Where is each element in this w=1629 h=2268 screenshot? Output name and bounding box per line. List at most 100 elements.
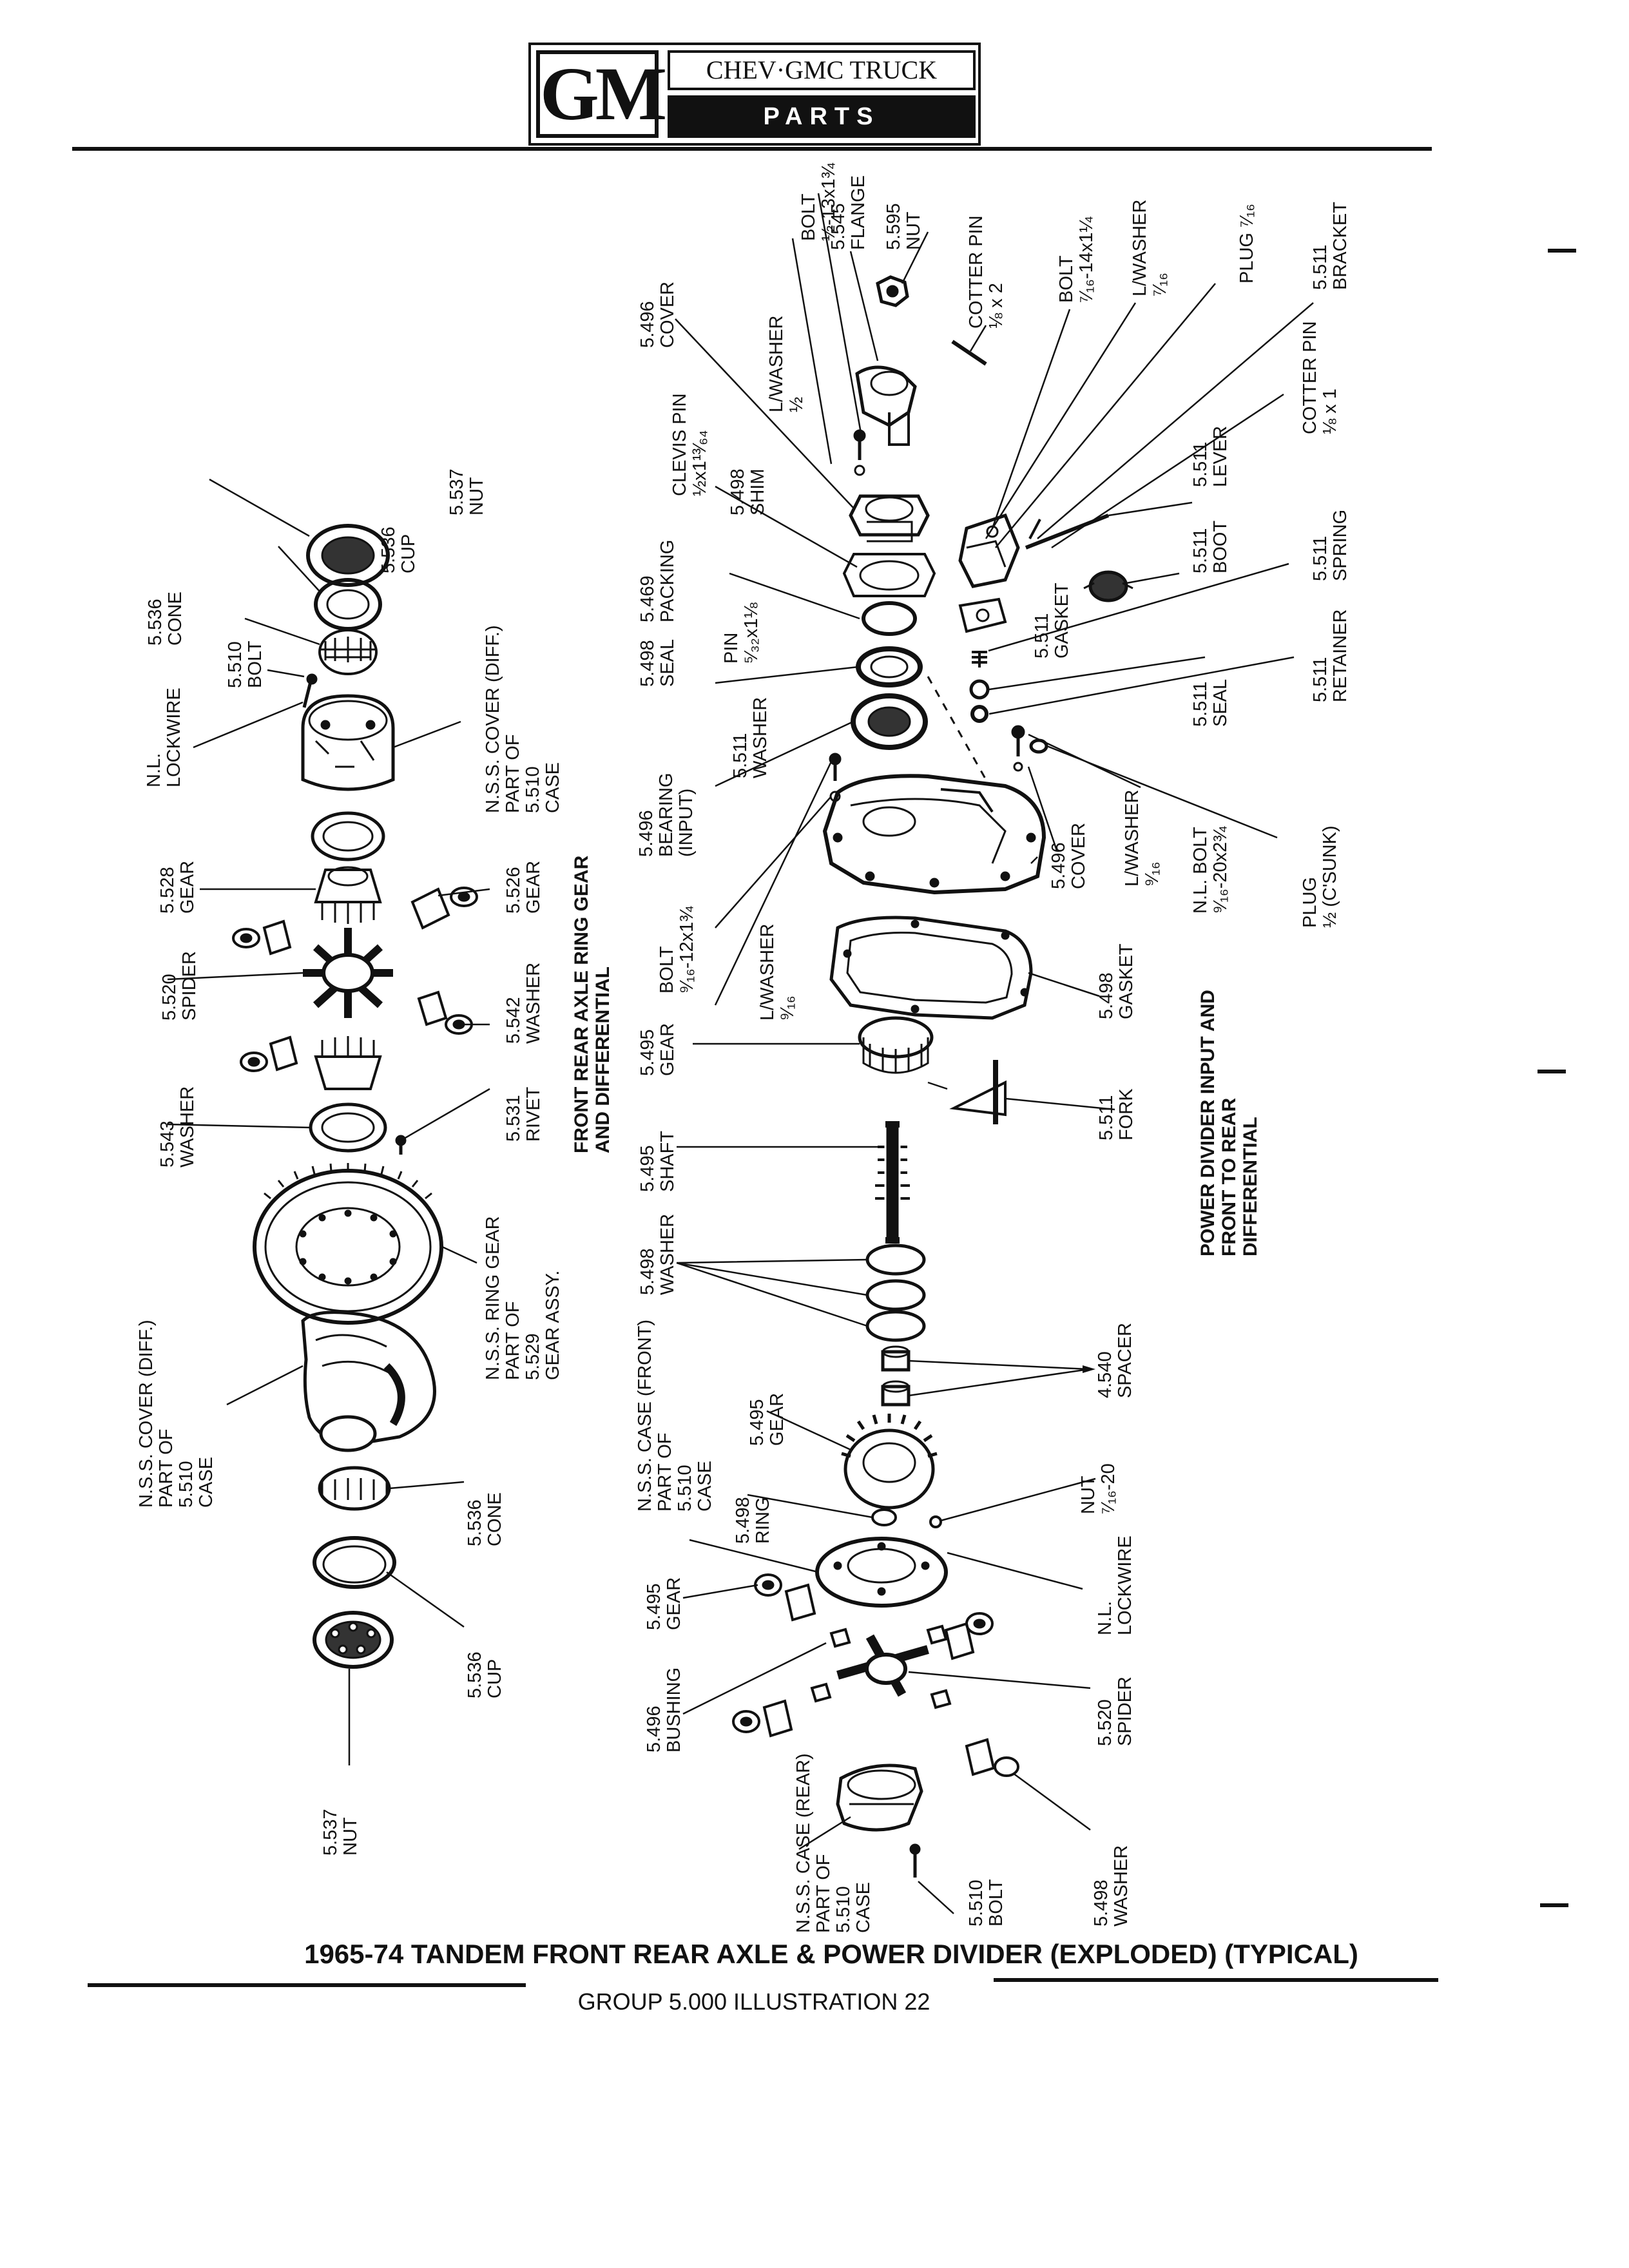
gm-logo: GM [536, 50, 667, 138]
label-shim-5498: 5.498 SHIM [728, 468, 768, 515]
ring-gear-part [253, 1163, 443, 1325]
label-retainer-5511: 5.511 RETAINER [1310, 609, 1351, 702]
label-lever-5511: 5.511 LEVER [1190, 425, 1231, 487]
boot-5511-part [1083, 570, 1133, 602]
label-washer-5543: 5.543 WASHER [157, 1086, 198, 1168]
power-divider-cover-part [822, 774, 1046, 895]
label-washer-5511: 5.511 WASHER [730, 697, 771, 778]
label-bolt-7-16: BOLT ⁷⁄₁₆-14x1¼ [1056, 216, 1097, 303]
label-gasket-5511: 5.511 GASKET [1032, 582, 1072, 658]
label-gasket-5498: 5.498 GASKET [1096, 943, 1137, 1019]
bearing-5496-part [851, 693, 928, 750]
nut-5537-bottom-part [313, 1611, 394, 1669]
label-rivet-5531: 5.531 RIVET [503, 1086, 544, 1142]
label-spacer-4540: 4.540 SPACER [1095, 1322, 1135, 1398]
label-cotter-pin-top: COTTER PIN ⅛ x 2 [966, 215, 1007, 329]
gear-5528-part [314, 866, 382, 924]
label-pin-5-32: PIN ⁵⁄₃₂x1⅛ [721, 602, 762, 664]
section-title-power-divider: POWER DIVIDER INPUT AND FRONT TO REAR DI… [1197, 990, 1261, 1256]
label-bearing-5496: 5.496 BEARING (INPUT) [636, 773, 697, 857]
label-nut-5595: 5.595 NUT [883, 203, 924, 250]
margin-mark-top [1548, 249, 1576, 253]
label-flange-5545: 5.545 FLANGE [828, 175, 869, 250]
label-nss-case-front: N.S.S. CASE (FRONT) PART OF 5.510 CASE [635, 1319, 715, 1512]
diff-cover-top-part [301, 694, 395, 791]
label-bushing-5496: 5.496 BUSHING [644, 1667, 684, 1753]
label-packing-5469: 5.469 PACKING [637, 539, 678, 622]
label-lwasher-9-16-right: L/WASHER ⁹⁄₁₆ [1122, 789, 1162, 887]
figure-caption: 1965-74 TANDEM FRONT REAR AXLE & POWER D… [304, 1939, 1358, 1969]
label-boot-5511: 5.511 BOOT [1190, 520, 1231, 573]
label-cover-5496-mid: 5.496 COVER [1048, 822, 1089, 889]
label-ring-5498: 5.498 RING [733, 1497, 773, 1544]
nut-5537-top-part [306, 524, 390, 587]
bolt-5510-top-part [302, 673, 318, 708]
label-spider-5520-right: 5.520 SPIDER [1095, 1677, 1135, 1746]
footer-group-illustration: GROUP 5.000 ILLUSTRATION 22 [577, 1988, 930, 2015]
label-spring-5511: 5.511 SPRING [1310, 509, 1351, 581]
label-bolt-5510-bottom: 5.510 BOLT [966, 1879, 1007, 1927]
nut-5595-part [876, 275, 909, 307]
label-fork-5511: 5.511 FORK [1096, 1088, 1137, 1140]
header-logo: GM CHEV·GMC TRUCK PARTS CATALOGUE [528, 43, 981, 173]
gear-5495-b-part [841, 1414, 938, 1510]
footer-rule-left [88, 1983, 526, 1987]
label-bolt-9-16: BOLT ⁹⁄₁₆-12x1¾ [657, 906, 697, 994]
gear-5495-a-part [858, 1016, 934, 1074]
label-nut-5537-bottom: 5.537 NUT [320, 1809, 361, 1856]
cone-5536-bottom-part [318, 1466, 391, 1511]
bracket-5511-part [958, 513, 1020, 588]
label-nss-ring-gear: N.S.S. RING GEAR PART OF 5.529 GEAR ASSY… [483, 1216, 563, 1380]
label-lwasher-half: L/WASHER ½ [766, 315, 807, 412]
gasket-5498-part [829, 916, 1033, 1020]
label-gear-5528: 5.528 GEAR [157, 860, 198, 914]
cone-5536-top-part [318, 629, 378, 675]
label-gear-5526: 5.526 GEAR [503, 860, 544, 914]
shaft-5495-part [875, 1121, 910, 1244]
header-title: CHEV·GMC TRUCK [668, 50, 976, 90]
spider-5520-left-part [303, 928, 393, 1018]
label-seal-5511: 5.511 SEAL [1190, 678, 1231, 727]
cover-5496-top-part [849, 494, 930, 543]
label-washer-5542: 5.542 WASHER [503, 962, 544, 1044]
label-bracket-5511: 5.511 BRACKET [1310, 202, 1351, 290]
label-gear-5495-a: 5.495 GEAR [637, 1023, 678, 1076]
label-seal-5498: 5.498 SEAL [637, 639, 678, 687]
label-spider-5520-left: 5.520 SPIDER [159, 951, 200, 1021]
label-gear-5495-b: 5.495 GEAR [747, 1392, 787, 1446]
spider-5520-right-part [836, 1634, 929, 1697]
label-nss-cover-diff-top: N.S.S. COVER (DIFF.) PART OF 5.510 CASE [483, 625, 563, 813]
label-cotter-pin-right: COTTER PIN ⅛ x 1 [1300, 321, 1340, 434]
label-nut-5537-top: 5.537 NUT [447, 468, 487, 515]
label-nl-bolt: N.L. BOLT ⁹⁄₁₆-20x2¾ [1190, 826, 1231, 914]
label-washer-5498: 5.498 WASHER [637, 1213, 678, 1295]
label-lwasher-7-16: L/WASHER ⁷⁄₁₆ [1130, 199, 1170, 296]
label-nss-case-rear: N.S.S. CASE (REAR) PART OF 5.510 CASE [793, 1753, 874, 1933]
section-title-differential: FRONT REAR AXLE RING GEAR AND DIFFERENTI… [571, 855, 613, 1153]
cup-5536-top-part [314, 578, 382, 631]
label-cone-5536-top: 5.536 CONE [145, 591, 186, 646]
label-lwasher-9-16-left: L/WASHER ⁹⁄₁₆ [757, 923, 798, 1021]
case-rear-part [836, 1763, 923, 1832]
margin-mark-bottom [1540, 1903, 1568, 1907]
label-cup-5536-bottom: 5.536 CUP [465, 1651, 505, 1698]
label-nut-7-16: NUT ⁷⁄₁₆-20 [1078, 1463, 1119, 1514]
diff-case-bottom-part [301, 1311, 436, 1452]
label-lockwire-nl-right: N.L. LOCKWIRE [1095, 1535, 1135, 1635]
label-cover-5496-top: 5.496 COVER [637, 281, 678, 348]
header-rule [72, 147, 1432, 151]
label-plug-half: PLUG ½ (C'SUNK) [1300, 825, 1340, 928]
label-cup-5536-top: 5.536 CUP [378, 526, 419, 573]
margin-mark-middle [1537, 1070, 1566, 1073]
label-nss-cover-diff-bottom: N.S.S. COVER (DIFF.) PART OF 5.510 CASE [136, 1320, 217, 1508]
label-bolt-5510-top: 5.510 BOLT [225, 640, 265, 688]
label-cone-5536-bottom: 5.536 CONE [465, 1492, 505, 1546]
label-lockwire-nl-left: N.L. LOCKWIRE [144, 687, 184, 787]
label-shaft-5495: 5.495 SHAFT [637, 1130, 678, 1192]
case-front-part [815, 1537, 948, 1608]
label-washer-5498-bottom: 5.498 WASHER [1091, 1845, 1132, 1927]
label-gear-5495-c: 5.495 GEAR [644, 1577, 684, 1630]
label-clevis-pin: CLEVIS PIN ½x1¹³⁄₆₄ [670, 393, 710, 496]
flange-5545-part [855, 365, 917, 446]
